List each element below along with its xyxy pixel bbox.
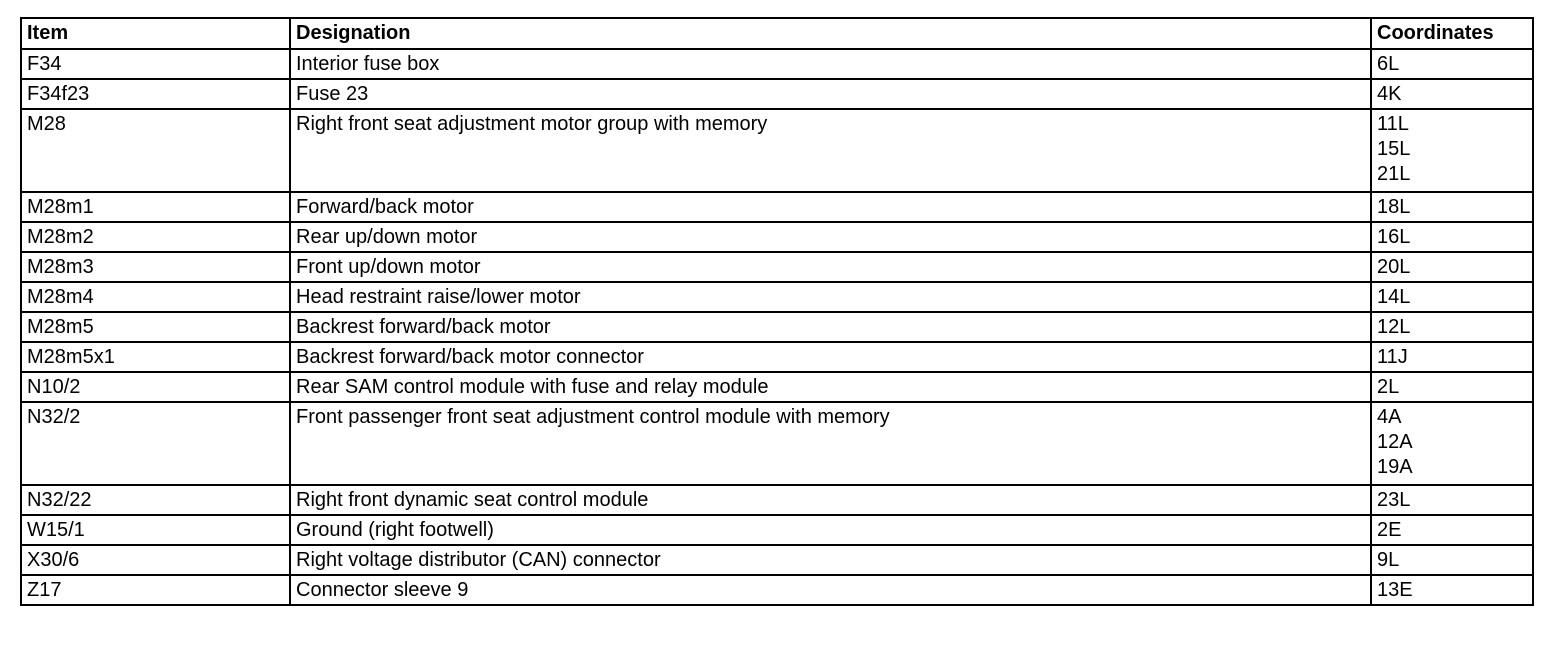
coordinates-cell: 12L	[1370, 311, 1534, 343]
designation-cell: Head restraint raise/lower motor	[289, 281, 1372, 313]
coordinate-value: 9L	[1377, 549, 1400, 571]
coordinate-value: 21L	[1377, 163, 1411, 185]
coordinate-value: 18L	[1377, 196, 1411, 218]
coordinate-value: 12A	[1377, 431, 1413, 453]
coordinates-cell: 18L	[1370, 191, 1534, 223]
item-cell: F34	[20, 48, 291, 80]
coordinates-cell: 6L	[1370, 48, 1534, 80]
coordinates-cell: 14L	[1370, 281, 1534, 313]
coordinates-cell: 11J	[1370, 341, 1534, 373]
coordinates-cell: 2L	[1370, 371, 1534, 403]
item-cell: M28m5x1	[20, 341, 291, 373]
designation-cell: Interior fuse box	[289, 48, 1372, 80]
designation-cell: Front up/down motor	[289, 251, 1372, 283]
coordinate-value: 4A	[1377, 406, 1402, 428]
item-cell: W15/1	[20, 514, 291, 546]
item-cell: N32/22	[20, 484, 291, 516]
item-cell: N10/2	[20, 371, 291, 403]
header-designation: Designation	[289, 17, 1372, 50]
coordinates-cell: 20L	[1370, 251, 1534, 283]
header-row: Item Designation Coordinates	[20, 17, 1534, 50]
item-cell: Z17	[20, 574, 291, 606]
coordinate-value: 6L	[1377, 53, 1400, 75]
item-cell: M28m3	[20, 251, 291, 283]
coordinate-value: 16L	[1377, 226, 1411, 248]
coordinates-cell: 13E	[1370, 574, 1534, 606]
designation-cell: Right voltage distributor (CAN) connecto…	[289, 544, 1372, 576]
coordinates-cell: 9L	[1370, 544, 1534, 576]
coordinate-value: 13E	[1377, 579, 1413, 601]
designation-cell: Backrest forward/back motor connector	[289, 341, 1372, 373]
designation-cell: Right front seat adjustment motor group …	[289, 108, 1372, 193]
coordinates-cell: 4K	[1370, 78, 1534, 110]
coordinate-value: 11L	[1377, 113, 1409, 135]
coordinate-value: 4K	[1377, 83, 1402, 105]
designation-cell: Forward/back motor	[289, 191, 1372, 223]
item-cell: N32/2	[20, 401, 291, 486]
header-coordinates: Coordinates	[1370, 17, 1534, 50]
coordinate-value: 11J	[1377, 346, 1408, 368]
coordinate-value: 2L	[1377, 376, 1400, 398]
item-cell: M28m5	[20, 311, 291, 343]
designation-cell: Rear SAM control module with fuse and re…	[289, 371, 1372, 403]
designation-cell: Ground (right footwell)	[289, 514, 1372, 546]
item-cell: M28m1	[20, 191, 291, 223]
item-cell: X30/6	[20, 544, 291, 576]
coordinate-value: 20L	[1377, 256, 1411, 278]
designation-cell: Rear up/down motor	[289, 221, 1372, 253]
coordinate-value: 14L	[1377, 286, 1411, 308]
item-cell: M28	[20, 108, 291, 193]
coordinates-cell: 11L 15L 21L	[1370, 108, 1534, 193]
coordinates-cell: 16L	[1370, 221, 1534, 253]
designation-cell: Connector sleeve 9	[289, 574, 1372, 606]
item-cell: M28m4	[20, 281, 291, 313]
item-cell: F34f23	[20, 78, 291, 110]
coordinate-value: 15L	[1377, 138, 1411, 160]
designation-cell: Backrest forward/back motor	[289, 311, 1372, 343]
coordinate-value: 12L	[1377, 316, 1411, 338]
item-cell: M28m2	[20, 221, 291, 253]
coordinates-cell: 4A 12A 19A	[1370, 401, 1534, 486]
coordinates-cell: 23L	[1370, 484, 1534, 516]
coordinate-value: 2E	[1377, 519, 1402, 541]
coordinates-cell: 2E	[1370, 514, 1534, 546]
coordinate-value: 19A	[1377, 456, 1413, 478]
designation-cell: Right front dynamic seat control module	[289, 484, 1372, 516]
designation-cell: Fuse 23	[289, 78, 1372, 110]
table-header: Item Designation Coordinates	[20, 17, 1534, 50]
coordinate-value: 23L	[1377, 489, 1411, 511]
designation-cell: Front passenger front seat adjustment co…	[289, 401, 1372, 486]
header-item: Item	[20, 17, 291, 50]
